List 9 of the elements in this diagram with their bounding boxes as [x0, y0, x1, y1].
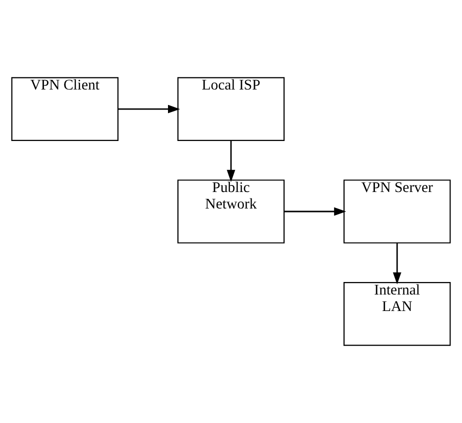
node-box: VPN Server: [344, 180, 451, 244]
arrow: [392, 243, 402, 284]
node-box: Public Network: [177, 180, 285, 244]
node-box: Internal LAN: [344, 282, 451, 346]
arrow: [284, 207, 346, 216]
arrow: [226, 140, 236, 182]
node-box: VPN Client: [11, 77, 118, 141]
node-box: Local ISP: [177, 77, 285, 141]
arrow: [118, 104, 180, 114]
